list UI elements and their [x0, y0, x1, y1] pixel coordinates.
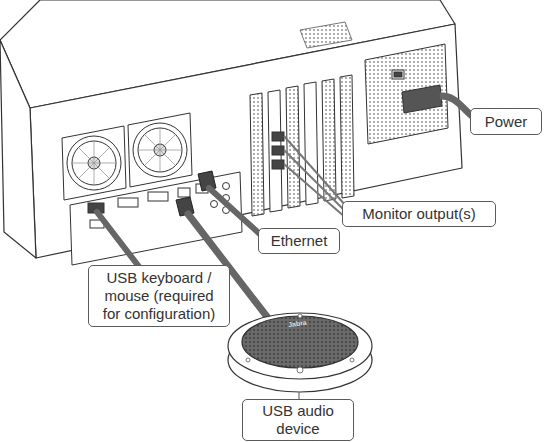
- callout-text: USB audio device: [249, 402, 347, 438]
- power-cable: [440, 96, 472, 116]
- callout-box: Monitor output(s): [342, 201, 496, 227]
- callout-content: Monitor output(s): [362, 205, 475, 223]
- callout-content: USB audio device: [249, 402, 347, 438]
- callout-text: Monitor output(s): [362, 205, 475, 223]
- callout-box: Power: [470, 108, 542, 135]
- callout-box: USB audio device: [242, 399, 354, 441]
- callout-text: Ethernet: [271, 232, 328, 250]
- callout-content: Ethernet: [271, 232, 328, 250]
- pci-slots: [250, 75, 354, 216]
- callout-box: USB keyboard / mouse (required for confi…: [88, 265, 230, 327]
- power-supply: [365, 44, 448, 144]
- monitor-cables: [284, 136, 346, 218]
- speaker: [228, 313, 372, 392]
- callout-text: USB keyboard / mouse (required for confi…: [95, 269, 223, 323]
- callout-content: Power: [485, 113, 528, 131]
- callout-content: USB keyboard / mouse (required for confi…: [95, 269, 223, 323]
- callout-box: Ethernet: [258, 228, 340, 254]
- callout-text: Power: [485, 113, 528, 131]
- cable-plugs: [176, 171, 216, 216]
- top-vents: [300, 22, 352, 48]
